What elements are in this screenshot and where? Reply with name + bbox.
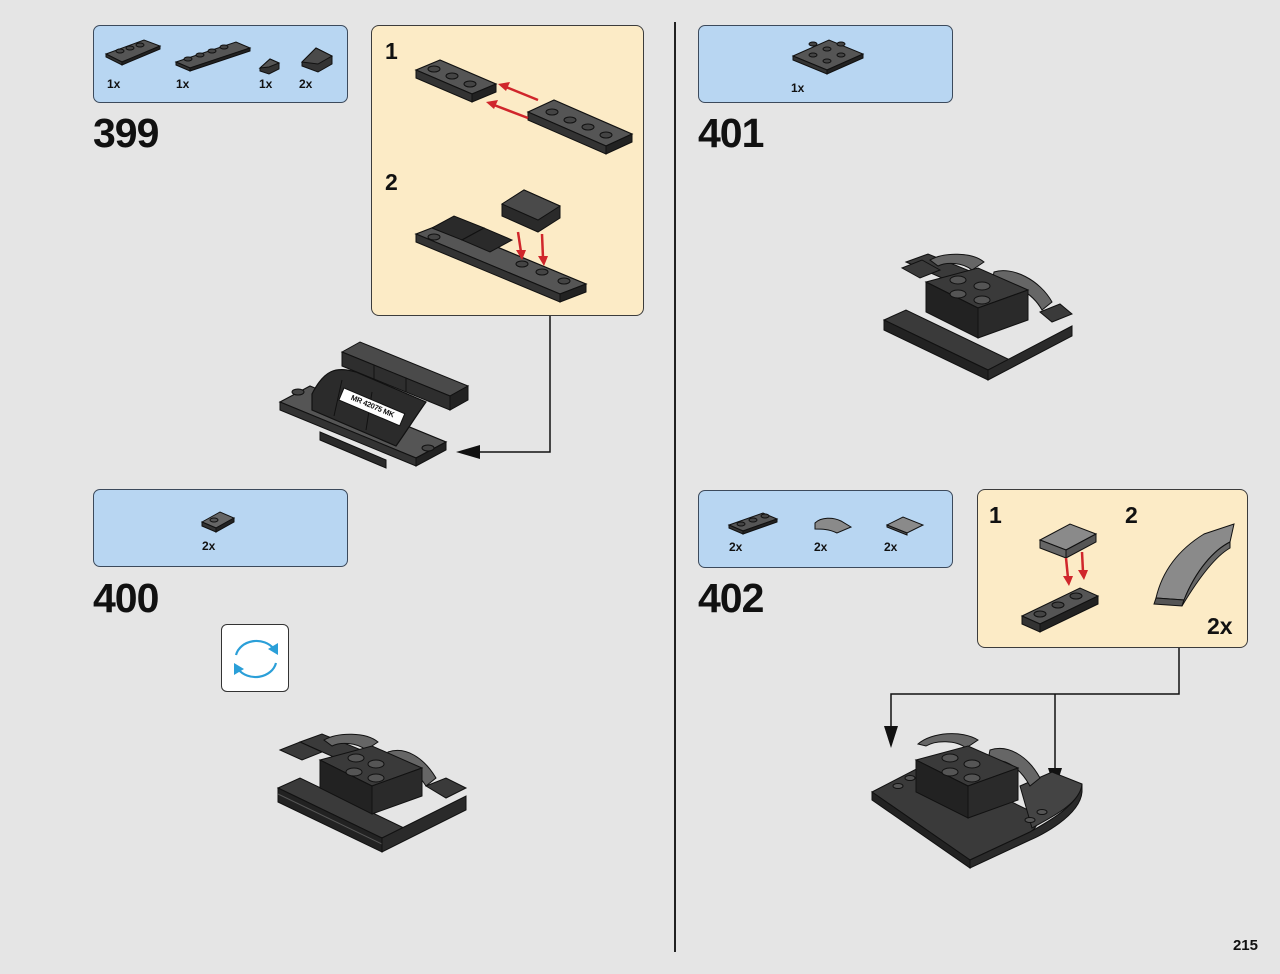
part-plate-1x4-icon bbox=[104, 39, 162, 66]
part-inverted-slope-icon bbox=[200, 511, 236, 533]
step-number-402: 402 bbox=[698, 575, 764, 621]
part-qty: 1x bbox=[107, 77, 121, 91]
rotate-model-indicator bbox=[221, 624, 289, 692]
parts-list-401: 1x bbox=[698, 25, 953, 103]
part-qty: 2x bbox=[729, 540, 743, 554]
part-tile-icon bbox=[885, 516, 925, 536]
substep-number-2: 2 bbox=[1125, 502, 1138, 528]
substep-1-illustration bbox=[414, 59, 634, 155]
part-qty: 1x bbox=[176, 77, 190, 91]
part-qty: 1x bbox=[259, 77, 273, 91]
parts-list-402: 2x 2x 2x bbox=[698, 490, 953, 568]
part-qty: 2x bbox=[202, 539, 216, 553]
parts-list-399: 1x 1x 1x 2x bbox=[93, 25, 348, 103]
model-step-400 bbox=[276, 733, 468, 853]
substep-1-illustration bbox=[1020, 523, 1100, 633]
part-qty: 2x bbox=[814, 540, 828, 554]
substep-number-2: 2 bbox=[385, 169, 398, 195]
substep-2-illustration bbox=[414, 189, 588, 303]
part-plate-2x3-icon bbox=[791, 39, 865, 75]
step-number-400: 400 bbox=[93, 575, 159, 621]
quantity-multiplier: 2x bbox=[1207, 613, 1233, 639]
parts-list-400: 2x bbox=[93, 489, 348, 567]
model-step-401 bbox=[882, 253, 1073, 381]
substep-number-1: 1 bbox=[385, 38, 398, 64]
part-qty: 2x bbox=[884, 540, 898, 554]
part-slope-small-icon bbox=[258, 58, 281, 75]
page-number: 215 bbox=[1232, 937, 1258, 954]
part-plate-1x3-icon bbox=[727, 512, 779, 535]
page-divider bbox=[674, 22, 676, 952]
part-slope-icon bbox=[300, 47, 334, 73]
substep-number-1: 1 bbox=[989, 502, 1002, 528]
part-curved-tile-icon bbox=[814, 517, 853, 534]
substep-callout-399: 1 2 bbox=[371, 25, 644, 316]
part-qty: 1x bbox=[791, 81, 805, 95]
step-number-401: 401 bbox=[698, 110, 764, 156]
step-number-399: 399 bbox=[93, 110, 159, 156]
part-plate-1x6-icon bbox=[174, 41, 252, 72]
model-step-402 bbox=[871, 733, 1083, 869]
rotate-model-icon bbox=[234, 639, 278, 679]
part-qty: 2x bbox=[299, 77, 313, 91]
substep-callout-402: 1 2 2x bbox=[977, 489, 1248, 648]
model-step-399 bbox=[278, 341, 470, 469]
substep-2-illustration bbox=[1153, 523, 1235, 607]
